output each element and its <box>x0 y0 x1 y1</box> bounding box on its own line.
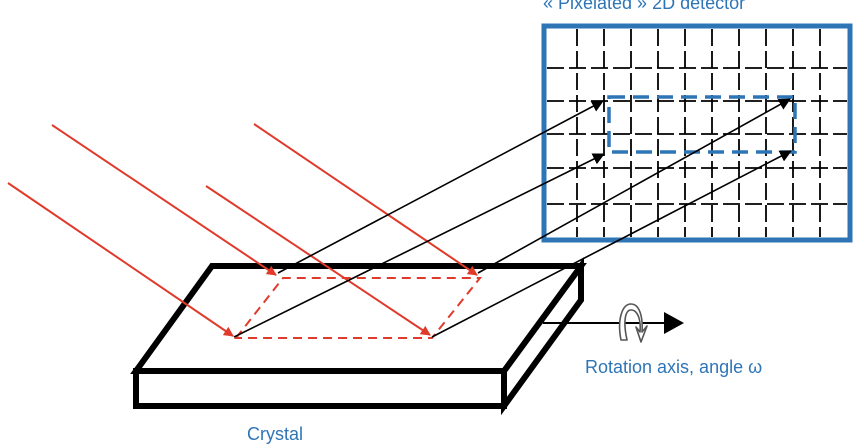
rotation-axis-arrowhead <box>664 312 684 334</box>
diffracted-beams <box>233 98 792 338</box>
crystal <box>130 256 587 416</box>
detector-title: « Pixelated » 2D detector <box>543 0 746 13</box>
diffracted-beam-3 <box>477 98 791 274</box>
crystal-side-front <box>133 368 507 409</box>
diffracted-beam-4 <box>431 150 792 338</box>
incident-beam-1 <box>51 124 277 276</box>
diffracted-beam-1 <box>277 100 604 274</box>
incident-beams <box>7 123 478 337</box>
rotation-axis-label: Rotation axis, angle ω <box>585 357 763 377</box>
crystal-label: Crystal <box>247 424 304 444</box>
crystal-top-face <box>130 263 587 374</box>
detector <box>541 23 853 243</box>
incident-beam-2 <box>7 182 234 337</box>
curved-rotation-arrow-icon <box>618 303 648 343</box>
pixel-grid <box>547 29 847 237</box>
incident-beam-3 <box>253 123 478 276</box>
diffracted-beam-2 <box>233 153 605 338</box>
detector-frame <box>541 23 853 243</box>
rotation-axis <box>543 303 684 343</box>
incident-beam-4 <box>205 185 431 336</box>
illuminated-area <box>233 277 483 339</box>
